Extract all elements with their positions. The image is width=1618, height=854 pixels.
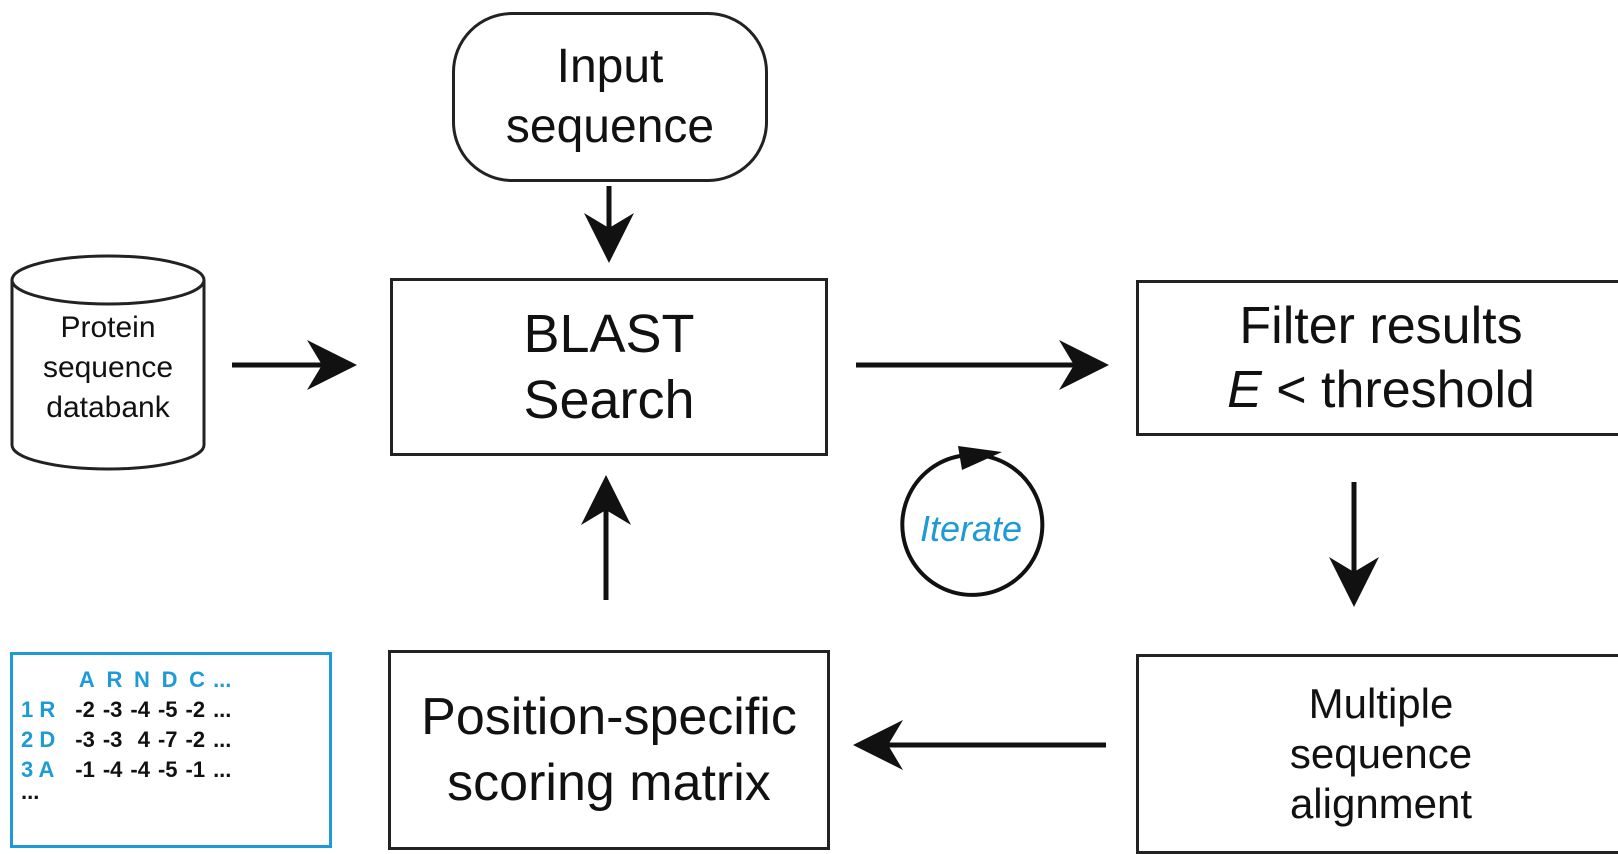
matrix-row-label: 2 D <box>21 727 56 752</box>
matrix-col-header: C <box>189 667 206 692</box>
matrix-cell: -3 <box>102 697 123 722</box>
matrix-cell: -7 <box>157 727 178 752</box>
matrix-cell: -1 <box>185 757 206 782</box>
input-sequence-node: Input sequence <box>452 12 768 182</box>
blast-label-line-2: Search <box>523 370 695 430</box>
diagram-canvas <box>10 186 1379 770</box>
blast-search-node: BLAST Search <box>390 278 828 456</box>
matrix-row-label: 3 A <box>21 757 55 782</box>
msa-label-line-1: Multiple <box>1308 680 1454 727</box>
multiple-sequence-alignment-node: Multiple sequence alignment <box>1136 654 1618 854</box>
blast-label-line-1: BLAST <box>523 304 695 364</box>
matrix-table: A R N D C ... 1 R -2 -3 -4 -5 -2 ... 2 D… <box>17 665 235 785</box>
matrix-col-header: D <box>161 667 178 692</box>
matrix-cell: -1 <box>75 757 95 782</box>
matrix-cell: -5 <box>157 757 178 782</box>
matrix-cell: ... <box>213 697 232 722</box>
matrix-header-row: A R N D C ... <box>17 665 235 695</box>
filter-results-node: Filter results E < threshold <box>1136 280 1618 436</box>
database-label-line-2: sequence <box>42 351 174 384</box>
database-label-line-3: databank <box>46 391 170 424</box>
iterate-label: Iterate <box>919 508 1023 549</box>
matrix-cell: -2 <box>185 727 206 752</box>
matrix-cell: -3 <box>75 727 95 752</box>
matrix-cell: 4 <box>137 727 150 752</box>
matrix-col-header: R <box>106 667 123 692</box>
matrix-cell: -2 <box>185 697 206 722</box>
matrix-col-header: A <box>78 667 95 692</box>
msa-label-line-2: sequence <box>1289 730 1473 777</box>
matrix-more-rows: ... <box>21 779 40 804</box>
matrix-cell: -4 <box>130 757 150 782</box>
input-label-line-2: sequence <box>505 100 715 153</box>
filter-label-line-2: E < threshold <box>1227 358 1535 422</box>
matrix-row: 2 D -3 -3 4 -7 -2 ... <box>17 725 235 755</box>
pssm-label-line-1: Position-specific <box>421 688 797 746</box>
database-label: Protein sequence databank <box>12 308 204 428</box>
matrix-row: 1 R -2 -3 -4 -5 -2 ... <box>17 695 235 725</box>
matrix-cell: ... <box>213 757 232 782</box>
pssm-label-line-2: scoring matrix <box>447 754 771 812</box>
matrix-col-header: N <box>134 667 150 692</box>
matrix-cell: -4 <box>130 697 150 722</box>
matrix-cell: -3 <box>102 727 123 752</box>
matrix-cell: ... <box>213 727 232 752</box>
matrix-cell: -5 <box>157 697 178 722</box>
matrix-col-header: ... <box>213 667 232 692</box>
matrix-cell: -2 <box>75 697 95 722</box>
database-cylinder <box>10 254 206 471</box>
pssm-node: Position-specific scoring matrix <box>388 650 830 850</box>
matrix-corner-cell <box>17 665 71 695</box>
matrix-cell: -4 <box>102 757 123 782</box>
filter-label-line-1: Filter results <box>1239 297 1523 355</box>
matrix-example: A R N D C ... 1 R -2 -3 -4 -5 -2 ... 2 D… <box>10 652 332 848</box>
database-label-line-1: Protein <box>60 311 156 344</box>
filter-e-variable: E <box>1227 361 1262 419</box>
filter-threshold-text: < threshold <box>1261 361 1535 419</box>
msa-label-line-3: alignment <box>1289 780 1473 827</box>
matrix-row: 3 A -1 -4 -4 -5 -1 ... <box>17 755 235 785</box>
input-label-line-1: Input <box>556 40 664 93</box>
matrix-row-label: 1 R <box>21 697 56 722</box>
iterate-cycle-icon <box>900 446 1045 597</box>
